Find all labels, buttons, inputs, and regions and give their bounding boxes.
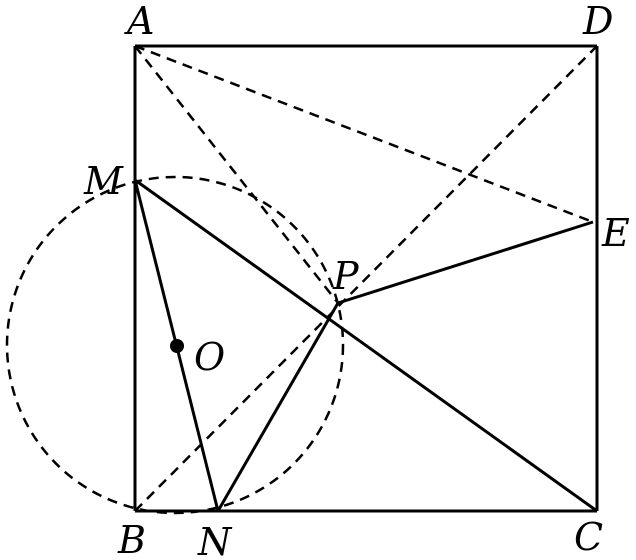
segment-mc	[134, 178, 598, 513]
segment-pe	[337, 220, 594, 305]
segment-np	[216, 302, 340, 512]
label-m: M	[83, 159, 124, 203]
label-p: P	[332, 254, 360, 298]
point-o	[170, 339, 184, 353]
label-e: E	[601, 211, 630, 255]
dashed-circle-o	[5, 175, 345, 515]
label-c: C	[574, 515, 603, 559]
dashed-segment-bd	[134, 45, 598, 512]
label-n: N	[197, 520, 233, 560]
label-b: B	[117, 518, 146, 560]
dashed-segment-ap	[134, 45, 339, 304]
label-a: A	[124, 0, 154, 43]
label-o: O	[194, 335, 225, 379]
label-d: D	[582, 0, 613, 43]
dashed-segment-ae	[134, 44, 594, 224]
